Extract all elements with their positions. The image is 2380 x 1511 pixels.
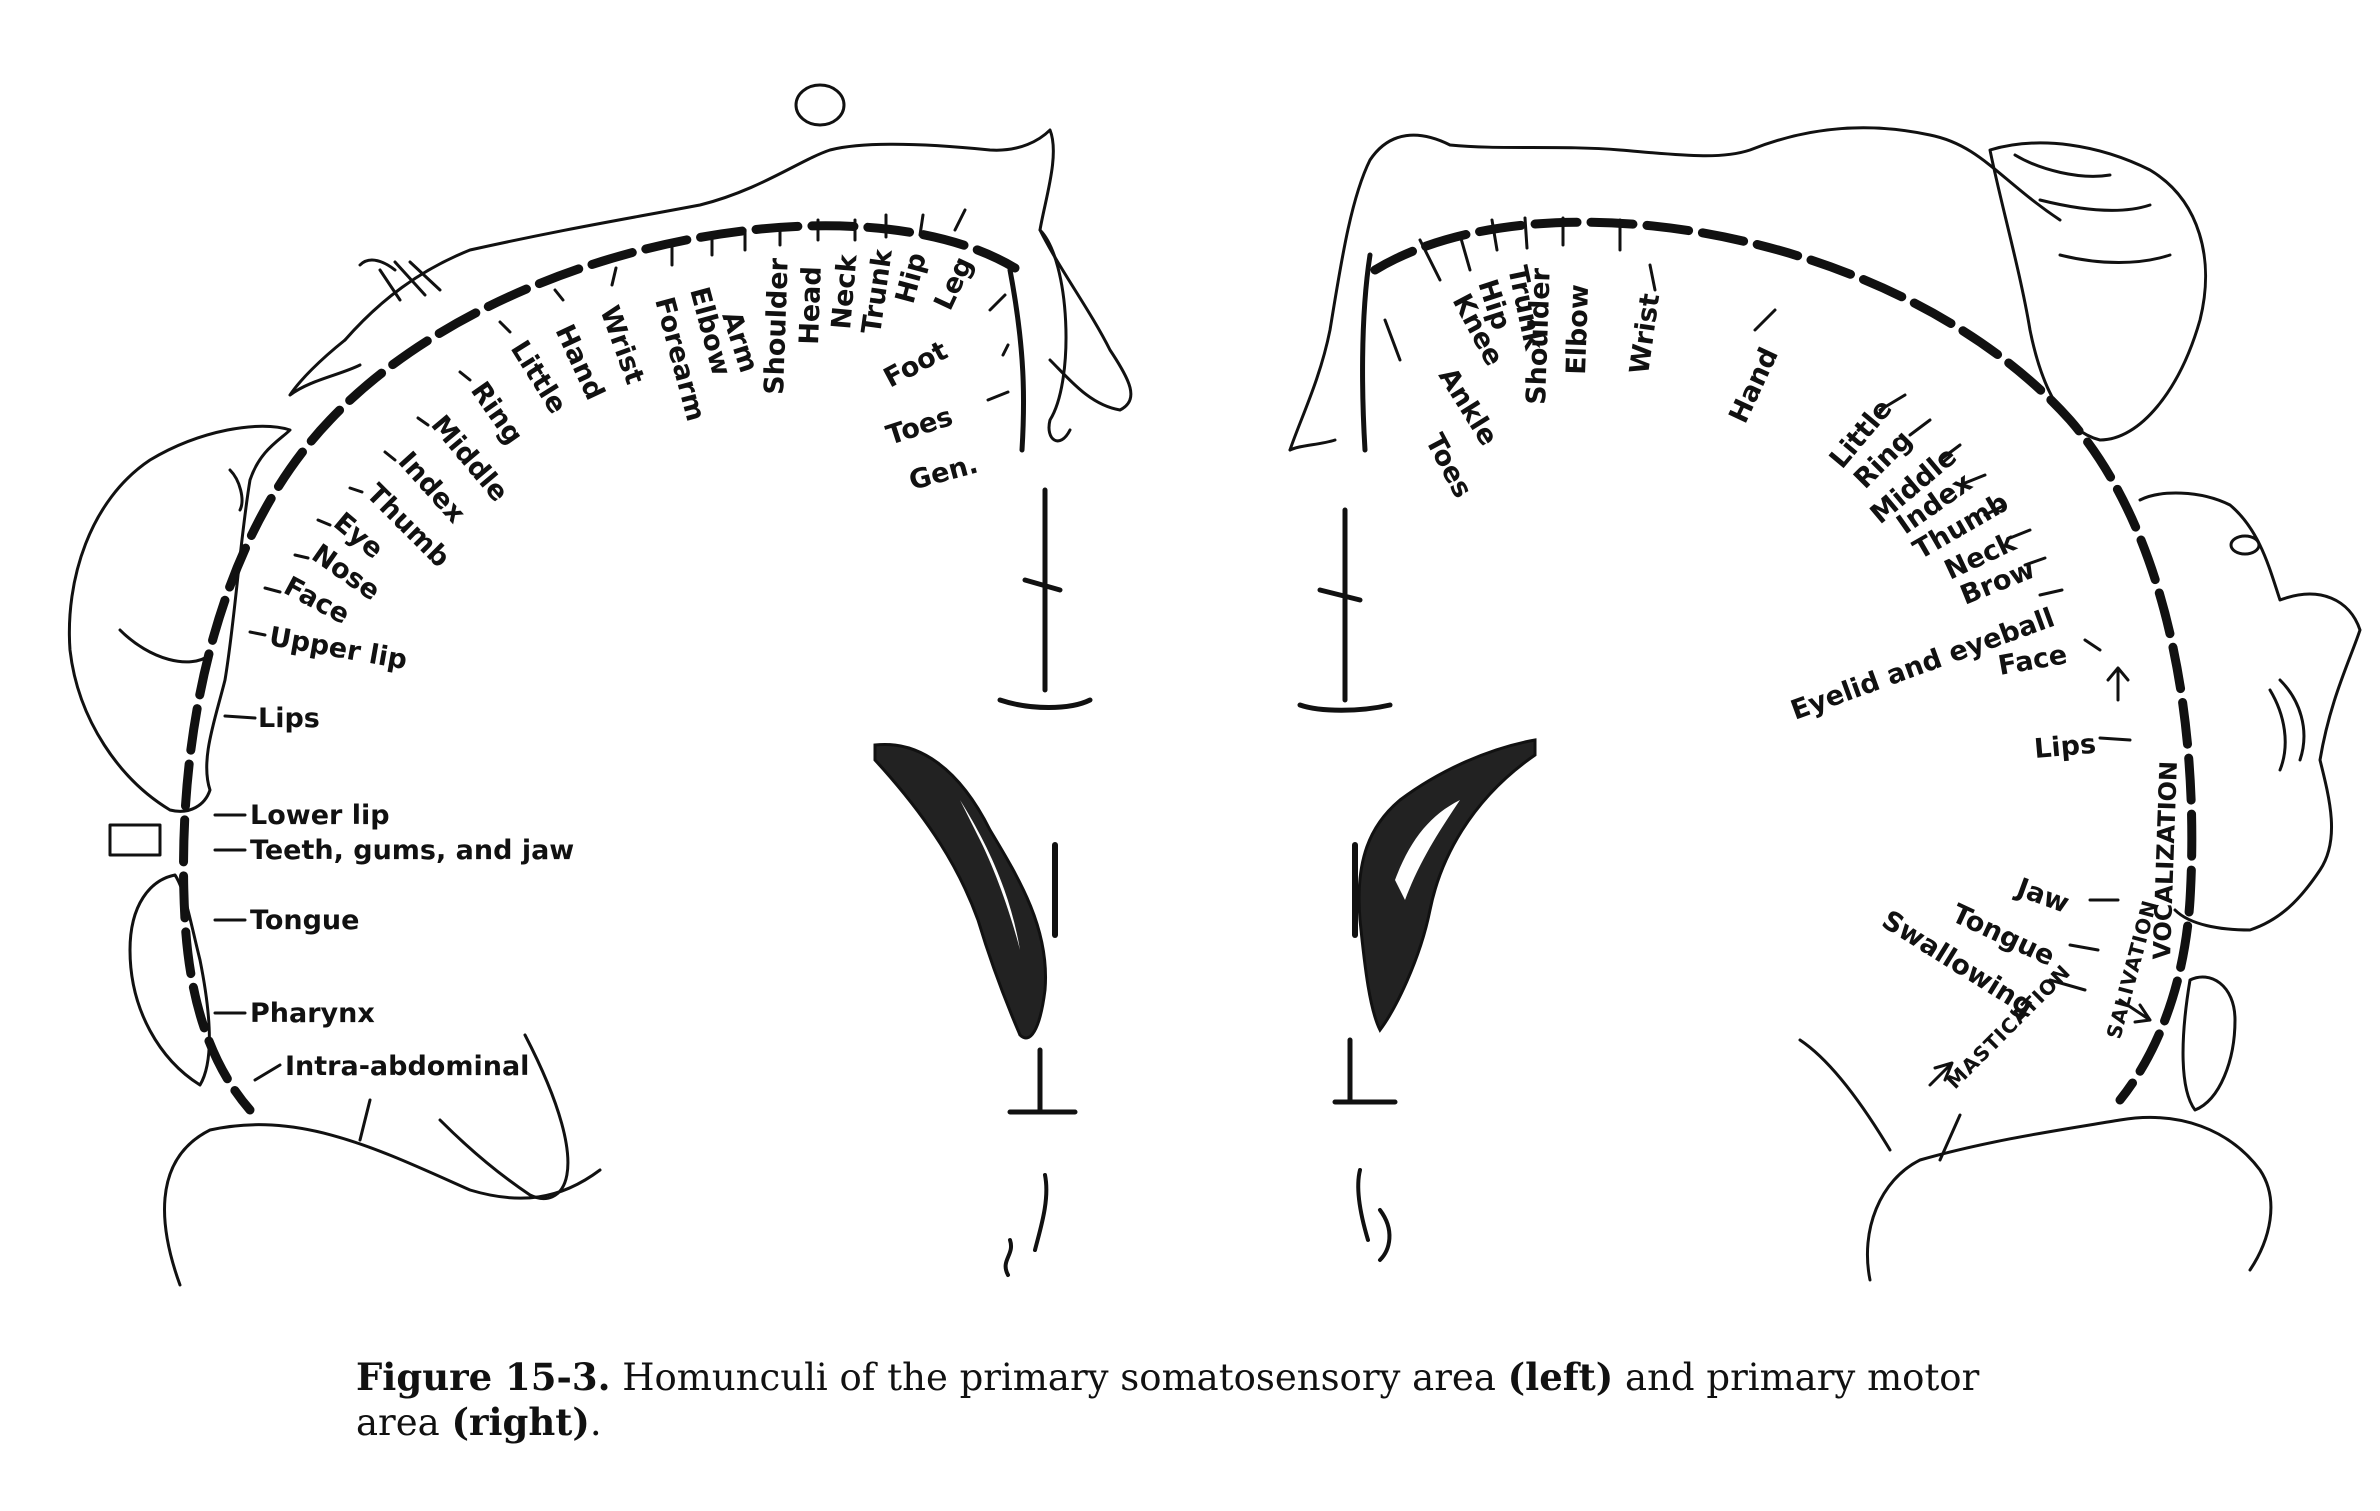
motor-jaw-figure bbox=[2181, 975, 2237, 1112]
sensory-labels: Toes Gen. Foot Leg Hip Trunk Neck Head S… bbox=[250, 246, 981, 1082]
sensory-label-lower-lip: Lower lip bbox=[250, 800, 390, 831]
sensory-homunculus bbox=[67, 83, 1133, 1287]
sensory-label-leg: Leg bbox=[928, 252, 979, 315]
caption-figure-number: Figure 15-3. bbox=[356, 1355, 611, 1399]
right-ventricle bbox=[1357, 738, 1537, 1033]
caption-text-1: Homunculi of the primary somatosensory a… bbox=[622, 1356, 1496, 1399]
motor-label-vocalization: VOCALIZATION bbox=[2148, 760, 2183, 960]
caption-text-2: and primary motor area bbox=[356, 1356, 1980, 1444]
sensory-label-ticks bbox=[213, 208, 1010, 1082]
caption-right-word: (right) bbox=[451, 1400, 590, 1444]
motor-label-shoulder: Shoulder bbox=[1521, 267, 1557, 405]
sensory-label-head: Head bbox=[794, 266, 828, 346]
sensory-gyrus-outline bbox=[163, 1123, 602, 1287]
motor-homunculus bbox=[1288, 126, 2362, 1282]
motor-label-wrist: Wrist bbox=[1624, 291, 1666, 375]
sensory-label-shoulder: Shoulder bbox=[759, 257, 795, 395]
medial-structures bbox=[873, 252, 1537, 1277]
motor-label-jaw: Jaw bbox=[2011, 872, 2073, 920]
sensory-body-figure bbox=[343, 128, 1133, 412]
sensory-label-toes: Toes bbox=[883, 401, 957, 451]
motor-label-lips: Lips bbox=[2033, 729, 2097, 765]
homunculi-diagram: Toes Gen. Foot Leg Hip Trunk Neck Head S… bbox=[67, 83, 2362, 1287]
motor-face bbox=[2138, 491, 2362, 932]
sensory-tongue-figure bbox=[128, 873, 211, 1087]
motor-body-figure bbox=[1288, 126, 2062, 452]
sensory-head bbox=[794, 83, 846, 127]
sensory-label-neck: Neck bbox=[826, 252, 863, 330]
motor-label-salivation: SALIVATION bbox=[2102, 897, 2162, 1041]
caption-left-word: (left) bbox=[1507, 1355, 1614, 1399]
sensory-label-gen: Gen. bbox=[906, 449, 982, 497]
sensory-label-foot: Foot bbox=[879, 335, 953, 394]
motor-label-ticks bbox=[1383, 216, 2132, 992]
caption-end: . bbox=[589, 1401, 602, 1444]
motor-label-elbow: Elbow bbox=[1561, 284, 1595, 376]
sensory-cortex-arc bbox=[179, 221, 1020, 1115]
sensory-face bbox=[67, 424, 292, 813]
motor-gyrus-outline bbox=[1865, 1115, 2273, 1282]
left-ventricle bbox=[873, 742, 1048, 1040]
sensory-label-teeth-gums-jaw: Teeth, gums, and jaw bbox=[250, 835, 574, 866]
sensory-label-pharynx: Pharynx bbox=[250, 998, 375, 1029]
sensory-label-tongue: Tongue bbox=[250, 905, 359, 936]
motor-hand bbox=[1988, 141, 2207, 442]
motor-labels: Toes Ankle Knee Hip Trunk Shoulder Elbow… bbox=[1419, 263, 2183, 1094]
motor-cortex-arc bbox=[1370, 217, 2197, 1105]
sensory-label-intra-abdominal: Intra-abdominal bbox=[285, 1051, 529, 1082]
sensory-label-lips: Lips bbox=[258, 703, 320, 734]
motor-label-hand: Hand bbox=[1723, 343, 1785, 428]
motor-eye bbox=[2229, 534, 2261, 556]
figure-caption: Figure 15-3. Homunculi of the primary so… bbox=[356, 1355, 2056, 1445]
motor-label-toes: Toes bbox=[1419, 429, 1478, 503]
sensory-teeth bbox=[108, 823, 162, 857]
